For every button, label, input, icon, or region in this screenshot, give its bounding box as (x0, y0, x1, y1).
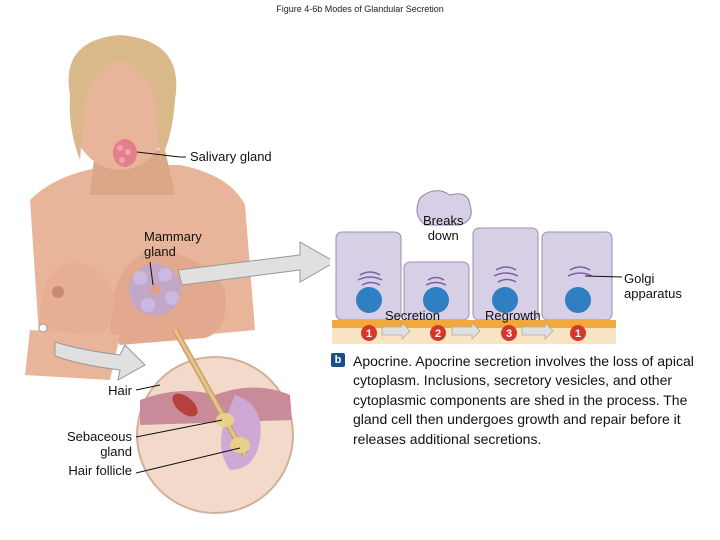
nucleus-3 (492, 287, 518, 313)
label-hair-follicle: Hair follicle (68, 463, 132, 478)
torso-illustration (25, 35, 255, 380)
panel-badge: b (331, 353, 345, 367)
label-regrowth: Regrowth (485, 308, 541, 323)
step-badge-3 (501, 325, 517, 341)
step-number: 2 (435, 328, 441, 340)
step-number: 1 (366, 328, 372, 340)
label-salivary-gland: Salivary gland (190, 149, 272, 164)
arrow-to-skin (54, 341, 146, 381)
step-badges: 1 2 3 1 (361, 325, 586, 341)
nucleus-4 (565, 287, 591, 313)
step-number: 3 (506, 328, 512, 340)
nucleus-1 (356, 287, 382, 313)
figure-caption: Figure 4-6b Modes of Glandular Secretion (276, 4, 444, 14)
step-badge-4 (570, 325, 586, 341)
cell-panel (330, 190, 618, 344)
salivary-gland (113, 139, 137, 167)
step-badge-1 (361, 325, 377, 341)
description-text: Apocrine. Apocrine secretion involves th… (353, 353, 694, 447)
nucleus-2 (423, 287, 449, 313)
label-golgi-apparatus: Golgi apparatus (624, 271, 682, 301)
label-sebaceous-gland: Sebaceous gland (66, 429, 132, 459)
step-number: 1 (575, 328, 581, 340)
label-mammary-gland: Mammary gland (144, 229, 202, 259)
arrow-to-panel (177, 241, 337, 286)
label-secretion: Secretion (385, 308, 440, 323)
label-hair: Hair (108, 383, 132, 398)
step-badge-2 (430, 325, 446, 341)
mammary-gland (129, 264, 181, 316)
label-breaks-down: Breaks down (423, 213, 464, 243)
